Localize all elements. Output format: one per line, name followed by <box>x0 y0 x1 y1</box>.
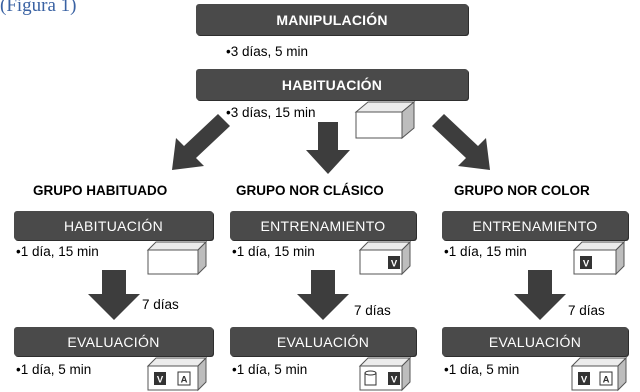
svg-text:A: A <box>603 375 610 386</box>
col3-down-arrow <box>514 270 566 320</box>
svg-text:V: V <box>391 259 398 270</box>
col3-train-object-v <box>580 256 592 269</box>
habituacion-detail: •3 días, 15 min <box>226 105 316 120</box>
manipulacion-detail: •3 días, 5 min <box>226 44 309 59</box>
col3-phase1-arena: V <box>572 240 626 276</box>
col2-phase2-title: EVALUACIÓN <box>276 333 370 350</box>
col1-down-arrow <box>88 270 140 320</box>
col1-phase1-title: HABITUACIÓN <box>64 217 163 234</box>
group-label-habituado: GRUPO HABITUADO <box>33 183 168 198</box>
group-label-nor-color: GRUPO NOR COLOR <box>454 183 590 198</box>
col2-train-object-v <box>388 256 400 269</box>
col2-phase2-detail: •1 día, 5 min <box>232 362 308 377</box>
col2-interval: 7 días <box>354 303 391 318</box>
arena-box-top <box>354 100 416 140</box>
arrow-to-nor-color <box>432 114 490 170</box>
col2-phase1-header: ENTRENAMIENTO <box>230 211 416 240</box>
col2-phase1-detail: •1 día, 15 min <box>232 244 315 259</box>
col1-phase2-detail: •1 día, 5 min <box>16 362 92 377</box>
col3-object-a <box>599 371 613 386</box>
col3-phase2-title: EVALUACIÓN <box>488 333 582 350</box>
col3-interval: 7 días <box>568 303 605 318</box>
col1-object-a <box>177 371 191 386</box>
col3-object-v <box>578 372 590 385</box>
manipulacion-header: MANIPULACIÓN <box>196 4 468 35</box>
svg-text:V: V <box>583 259 590 270</box>
col2-object-v <box>388 372 400 385</box>
col3-phase1-header: ENTRENAMIENTO <box>442 211 628 240</box>
col1-phase1-header: HABITUACIÓN <box>14 211 213 240</box>
arrow-to-nor-clasico <box>306 122 350 174</box>
group-label-nor-clasico: GRUPO NOR CLÁSICO <box>236 183 384 198</box>
manipulacion-title: MANIPULACIÓN <box>276 11 388 28</box>
col1-phase2-header: EVALUACIÓN <box>14 327 213 356</box>
col2-object-cylinder <box>364 370 377 386</box>
col1-phase1-detail: •1 día, 15 min <box>16 244 99 259</box>
col1-object-v <box>154 372 166 385</box>
col2-down-arrow <box>297 270 349 320</box>
col3-phase2-arena: V A <box>570 356 628 392</box>
col1-phase2-arena: V A <box>146 356 208 392</box>
col2-phase1-title: ENTRENAMIENTO <box>260 217 386 234</box>
col1-phase2-title: EVALUACIÓN <box>67 333 160 350</box>
habituacion-header: HABITUACIÓN <box>196 69 468 100</box>
col3-phase2-header: EVALUACIÓN <box>442 327 628 356</box>
col3-phase1-title: ENTRENAMIENTO <box>472 217 598 234</box>
svg-text:V: V <box>157 375 164 386</box>
habituacion-title: HABITUACIÓN <box>281 76 383 93</box>
col1-interval: 7 días <box>142 297 179 312</box>
col3-phase1-detail: •1 día, 15 min <box>444 244 527 259</box>
arrow-to-habituado <box>172 114 230 170</box>
col2-phase1-arena: V <box>358 240 412 276</box>
caption-fragment: (Figura 1) <box>0 0 77 16</box>
svg-text:V: V <box>581 375 588 386</box>
col2-phase2-header: EVALUACIÓN <box>230 327 416 356</box>
svg-text:V: V <box>391 375 398 386</box>
svg-text:A: A <box>181 375 188 386</box>
col3-phase2-detail: •1 día, 5 min <box>444 362 520 377</box>
col2-phase2-arena: V <box>358 356 412 392</box>
col1-phase1-arena <box>146 240 208 276</box>
